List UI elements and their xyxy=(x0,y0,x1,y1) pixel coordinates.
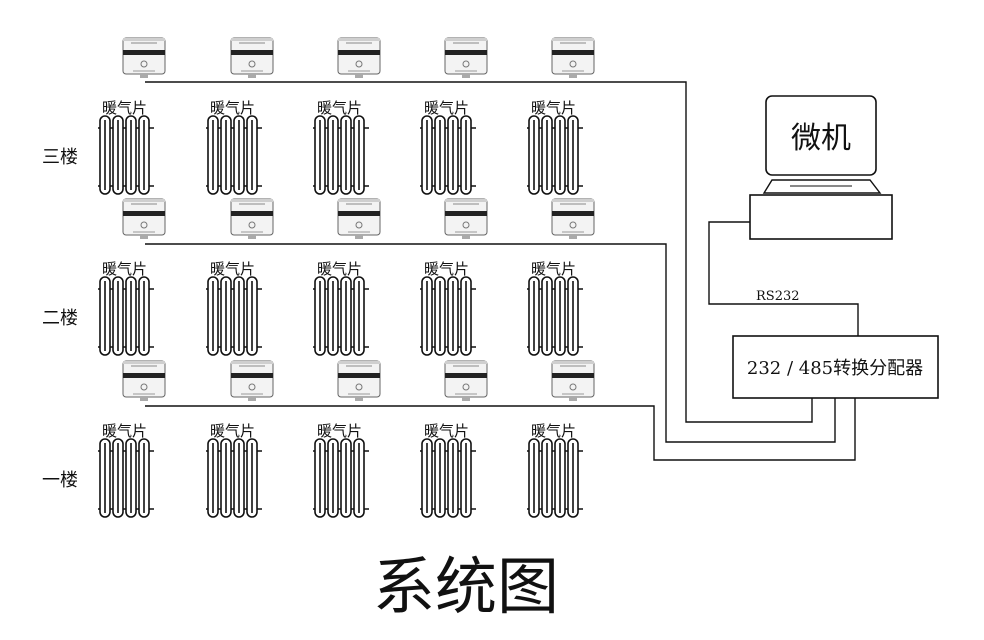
converter-label: 232 / 485转换分配器 xyxy=(747,358,923,379)
converter-box xyxy=(732,335,939,399)
wiring xyxy=(145,81,859,461)
radiator xyxy=(526,115,584,195)
radiator xyxy=(526,438,584,518)
radiator-label: 暖气片 xyxy=(424,260,469,278)
computer-monitor xyxy=(765,95,877,176)
radiator xyxy=(205,438,263,518)
radiator xyxy=(97,438,155,518)
converter: 232 / 485转换分配器 xyxy=(732,335,939,399)
radiator xyxy=(312,276,370,356)
radiator-label: 暖气片 xyxy=(317,99,362,117)
controller-unit xyxy=(551,37,595,79)
controller-unit xyxy=(444,360,488,402)
controller-unit xyxy=(337,198,381,240)
radiator-label: 暖气片 xyxy=(424,422,469,440)
radiator-label: 暖气片 xyxy=(210,260,255,278)
controller-unit xyxy=(551,198,595,240)
controller-unit xyxy=(551,360,595,402)
controller-unit xyxy=(444,198,488,240)
controller-unit xyxy=(230,37,274,79)
radiator-label: 暖气片 xyxy=(102,422,147,440)
controller-unit xyxy=(122,198,166,240)
radiator xyxy=(97,115,155,195)
floor-label: 二楼 xyxy=(42,308,78,329)
radiator-label: 暖气片 xyxy=(317,260,362,278)
radiator-label: 暖气片 xyxy=(531,260,576,278)
rs232-label: RS232 xyxy=(756,289,800,304)
radiator xyxy=(312,438,370,518)
controller-unit xyxy=(122,37,166,79)
floor-3: 一楼 暖气片 暖气片 暖气片 暖气片 暖气片 xyxy=(42,360,595,518)
controller-unit xyxy=(444,37,488,79)
diagram-title: 系统图 xyxy=(373,550,559,623)
radiator-label: 暖气片 xyxy=(210,422,255,440)
radiator-label: 暖气片 xyxy=(102,260,147,278)
computer-case xyxy=(749,194,893,240)
controller-unit xyxy=(337,37,381,79)
radiator xyxy=(526,276,584,356)
controller-unit xyxy=(230,198,274,240)
computer-label: 微机 xyxy=(791,121,851,156)
controller-unit xyxy=(230,360,274,402)
controller-unit xyxy=(337,360,381,402)
radiator-label: 暖气片 xyxy=(531,99,576,117)
controller-unit xyxy=(122,360,166,402)
radiator xyxy=(312,115,370,195)
floor-label: 三楼 xyxy=(42,147,78,168)
radiator xyxy=(205,276,263,356)
radiator-label: 暖气片 xyxy=(317,422,362,440)
radiator xyxy=(97,276,155,356)
radiator-label: 暖气片 xyxy=(210,99,255,117)
radiator xyxy=(419,438,477,518)
radiator xyxy=(205,115,263,195)
radiator-label: 暖气片 xyxy=(102,99,147,117)
computer: 微机 xyxy=(749,95,893,240)
floor-1: 三楼 暖气片 暖气片 暖气片 暖气片 暖气片 xyxy=(42,37,595,195)
floor-2: 二楼 暖气片 暖气片 暖气片 暖气片 暖气片 xyxy=(42,198,595,356)
floor-label: 一楼 xyxy=(42,470,78,491)
radiator-label: 暖气片 xyxy=(531,422,576,440)
radiator xyxy=(419,276,477,356)
radiator xyxy=(419,115,477,195)
radiator-label: 暖气片 xyxy=(424,99,469,117)
